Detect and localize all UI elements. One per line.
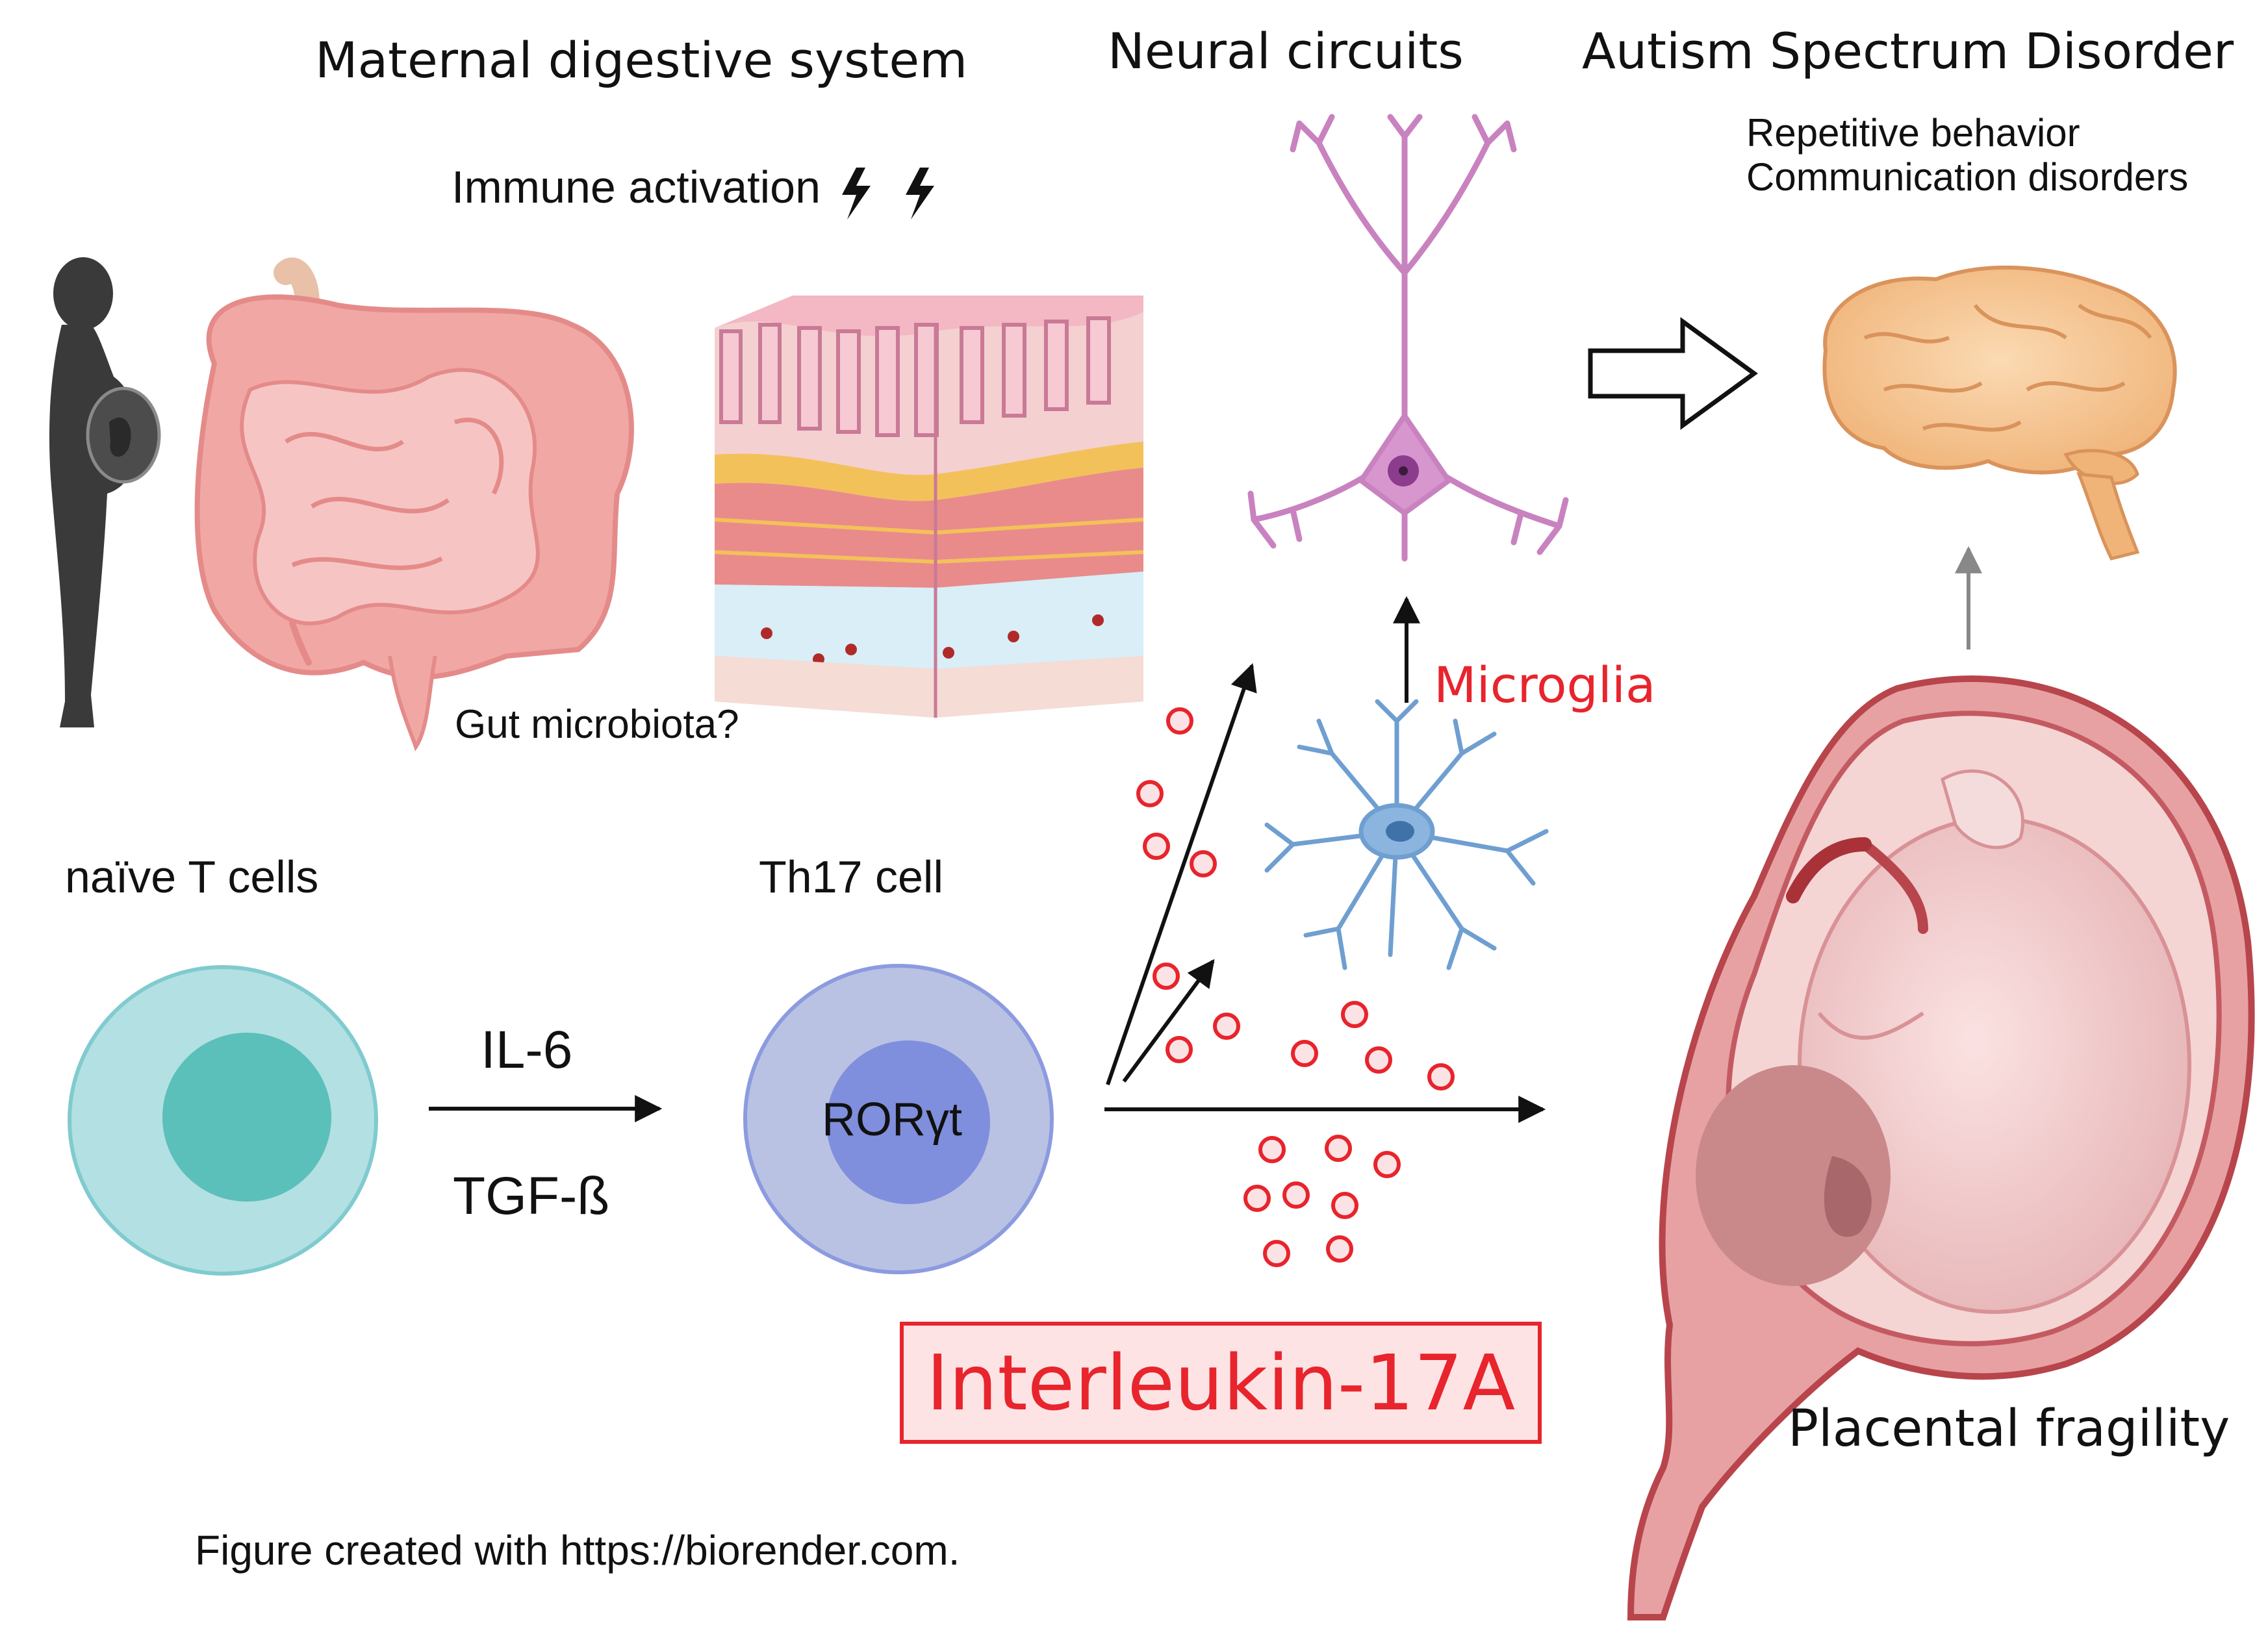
th17-cell-icon bbox=[743, 964, 1054, 1274]
lightning-icon bbox=[842, 168, 934, 220]
hollow-arrow-icon bbox=[1588, 317, 1758, 430]
interleukin-17a-box: Interleukin-17A bbox=[900, 1322, 1542, 1444]
naive-t-cell-icon bbox=[68, 965, 378, 1276]
ror-gamma-t-label: RORγt bbox=[822, 1094, 962, 1146]
placental-fragility-label: Placental fragility bbox=[1788, 1400, 2230, 1458]
il6-label: IL-6 bbox=[481, 1020, 573, 1079]
immune-activation-label: Immune activation bbox=[452, 162, 821, 212]
maternal-digestive-title: Maternal digestive system bbox=[315, 31, 968, 89]
asd-title: Autism Spectrum Disorder bbox=[1582, 22, 2234, 80]
microglia-icon bbox=[1264, 699, 1549, 970]
microglia-label: Microglia bbox=[1434, 656, 1656, 714]
symptom-communication: Communication disorders bbox=[1746, 155, 2189, 199]
intestine-icon bbox=[194, 257, 634, 751]
pregnant-woman-icon bbox=[49, 257, 161, 727]
interleukin-17a-label: Interleukin-17A bbox=[926, 1338, 1516, 1428]
th17-cell-label: Th17 cell bbox=[759, 851, 944, 902]
il17a-molecules bbox=[1136, 707, 1455, 1267]
figure-credit: Figure created with https://biorender.co… bbox=[195, 1527, 960, 1574]
uterus-fetus-icon bbox=[1627, 675, 2255, 1620]
naive-t-cells-label: naïve T cells bbox=[65, 851, 319, 902]
neural-circuits-title: Neural circuits bbox=[1108, 22, 1464, 80]
tgf-beta-label: TGF-ß bbox=[453, 1166, 610, 1226]
gut-microbiota-label: Gut microbiota? bbox=[455, 702, 739, 747]
neural-arrow bbox=[1106, 663, 1257, 1085]
brain-icon bbox=[1822, 265, 2177, 561]
neuron-icon bbox=[1247, 114, 1569, 562]
symptom-repetitive: Repetitive behavior bbox=[1746, 111, 2080, 155]
intestinal-tissue-icon bbox=[714, 296, 1144, 718]
microglia-arrow bbox=[1122, 959, 1215, 1083]
